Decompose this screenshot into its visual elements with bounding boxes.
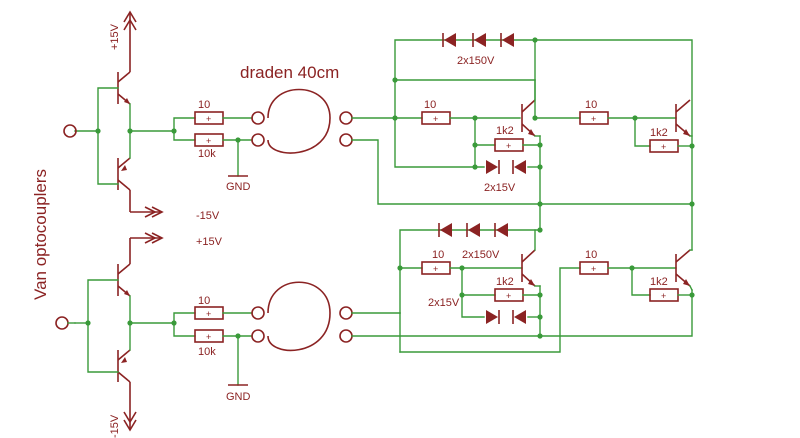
res-label-1k2-rb2: 1k2 (650, 276, 668, 288)
res-label-10-bottom: 10 (198, 295, 210, 307)
res-label-10-rb1: 10 (432, 249, 444, 261)
diode-chain-label-bottom: 2x150V (462, 249, 500, 261)
res-label-10k-bottom: 10k (198, 346, 216, 358)
supply-pos-label-top: +15V (109, 23, 121, 50)
res-label-10-rt1: 10 (424, 99, 436, 111)
supply-arrow-down-icon (123, 419, 137, 432)
wire-loop-bottom (267, 281, 331, 352)
supply-neg-label-bottom: -15V (109, 414, 121, 438)
diode-chain-label-top: 2x150V (457, 55, 495, 67)
res-label-1k2-rb1: 1k2 (496, 276, 514, 288)
zener-label-bottom: 2x15V (428, 297, 460, 309)
resistor-series-top (194, 111, 224, 125)
res-label-10-rt2: 10 (585, 99, 597, 111)
input-terminal-bottom (55, 316, 69, 330)
gnd-label-bottom: GND (226, 391, 251, 403)
input-terminal-top (63, 124, 77, 138)
supply-arrow-right-icon (151, 206, 164, 218)
wire-loop-top (267, 88, 331, 154)
resistor-bias-top (194, 133, 224, 147)
supply-arrow-up-icon (123, 10, 137, 23)
supply-neg-label-mid: -15V (196, 210, 220, 222)
left-driver-top (74, 10, 175, 218)
res-label-10-rb2: 10 (585, 249, 597, 261)
zener-label-top: 2x15V (484, 182, 516, 194)
res-label-10-top: 10 (198, 99, 210, 111)
diagram-title: draden 40cm (240, 63, 339, 82)
res-label-1k2-rt1: 1k2 (496, 125, 514, 137)
res-label-1k2-rt2: 1k2 (650, 127, 668, 139)
supply-pos-label-mid: +15V (196, 236, 223, 248)
left-driver-bottom (74, 232, 175, 432)
side-label: Van optocouplers (31, 169, 50, 300)
output-stage-bottom (397, 201, 695, 353)
gnd-label-top: GND (226, 181, 251, 193)
res-label-10k-top: 10k (198, 148, 216, 160)
output-stage-top (392, 32, 695, 207)
